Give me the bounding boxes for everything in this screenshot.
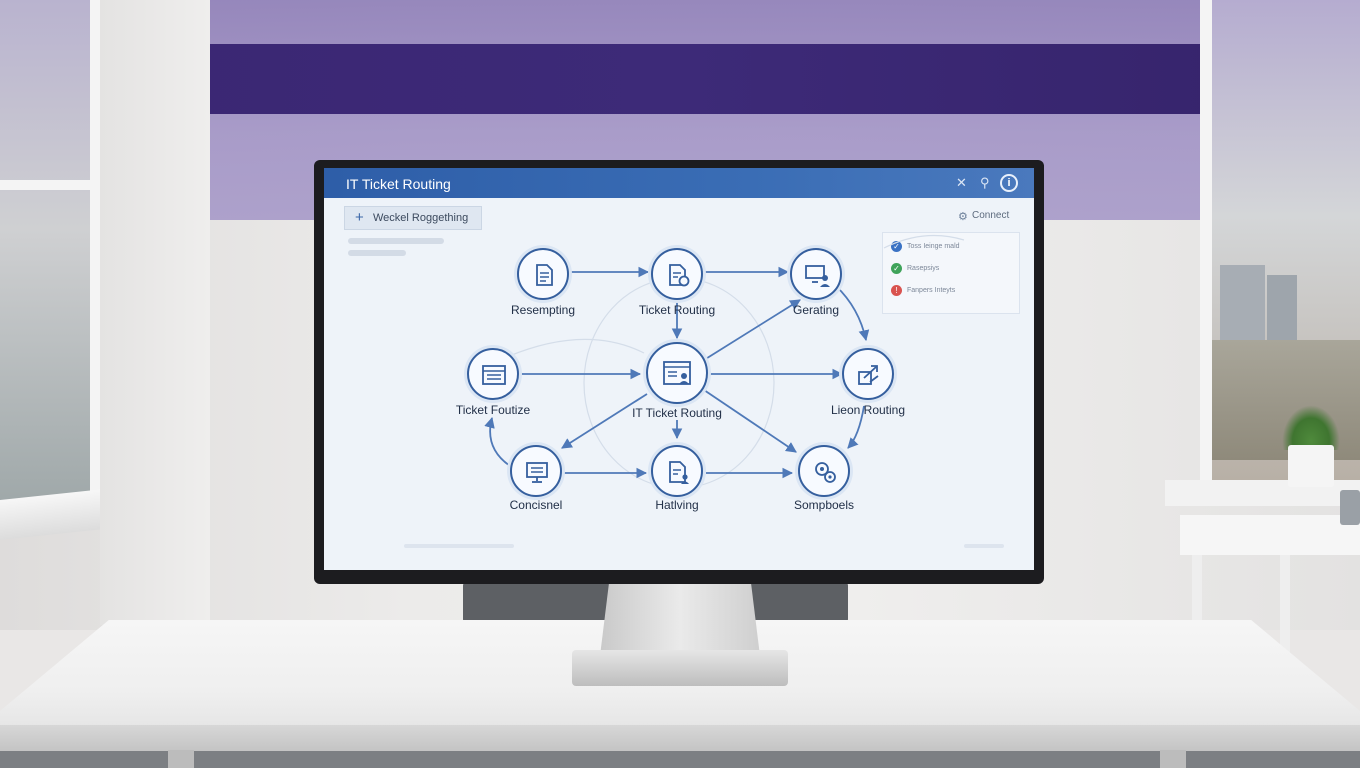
flow-node-resempting[interactable] <box>517 248 569 300</box>
building <box>1220 265 1265 345</box>
purple-header-bar <box>0 44 1360 114</box>
check-icon: ✓ <box>891 263 902 274</box>
flow-node-concisnel[interactable] <box>510 445 562 497</box>
flow-node-label: Ticket Foutize <box>455 403 531 417</box>
flow-node-label: Resempting <box>510 303 576 317</box>
flow-node-sompboels[interactable] <box>798 445 850 497</box>
connect-button[interactable]: ⚙ Connect <box>958 210 1010 223</box>
desk-leg <box>1160 750 1186 768</box>
flow-node-hatlving[interactable] <box>651 445 703 497</box>
gears-icon <box>815 462 836 483</box>
sidebar-item[interactable] <box>348 238 444 244</box>
monitor: IT Ticket Routing ✕ ⚲ i + Weckel Roggeth… <box>314 160 1044 584</box>
flow-node-ticket-routing[interactable] <box>651 248 703 300</box>
document-badge-icon <box>669 264 690 287</box>
search-icon[interactable]: ⚲ <box>980 175 990 190</box>
status-item-text: Rasepsiys <box>907 265 940 272</box>
new-ticket-button[interactable]: + Weckel Roggething <box>344 206 482 230</box>
status-panel: ✓ Toss Ieinge mald ✓ Rasepsiys ! Fanpers… <box>882 232 1020 314</box>
flow-node-ticket-foutize[interactable] <box>467 348 519 400</box>
list-window-icon <box>482 365 506 385</box>
plant-icon <box>1282 405 1340 450</box>
monitor-icon <box>526 462 548 483</box>
document-user-icon <box>669 461 689 484</box>
flow-node-label: Ticket Routing <box>638 303 716 317</box>
close-icon[interactable]: ✕ <box>956 175 967 190</box>
status-item-text: Toss Ieinge mald <box>907 243 960 250</box>
flow-node-label: Sompboels <box>793 498 855 512</box>
plus-icon: + <box>355 209 364 226</box>
footer-placeholder <box>964 544 1004 548</box>
plant-pot <box>1288 445 1334 487</box>
document-icon <box>536 264 553 286</box>
flow-arrows <box>484 266 870 479</box>
sidebar-item[interactable] <box>348 250 406 256</box>
new-ticket-button-label: Weckel Roggething <box>373 212 469 224</box>
check-icon: ✓ <box>891 241 902 252</box>
table-leg <box>1192 555 1202 665</box>
flow-node-it-ticket-routing[interactable] <box>646 342 708 404</box>
right-window <box>1200 0 1360 480</box>
table-leg <box>1280 555 1290 665</box>
window-mullion <box>0 180 90 190</box>
flow-node-lieon-routing[interactable] <box>842 348 894 400</box>
gear-icon: ⚙ <box>958 211 968 223</box>
desk-edge <box>0 725 1360 751</box>
alert-icon: ! <box>891 285 902 296</box>
monitor-stand-base <box>572 650 788 686</box>
app-titlebar: IT Ticket Routing ✕ ⚲ i <box>324 168 1034 198</box>
connect-label: Connect <box>972 210 1010 221</box>
flow-node-label: IT Ticket Routing <box>632 406 722 420</box>
route-icon <box>858 365 879 385</box>
app-screen: IT Ticket Routing ✕ ⚲ i + Weckel Roggeth… <box>324 168 1034 570</box>
building <box>1267 275 1297 345</box>
flow-node-label: Lieon Routing <box>830 403 906 417</box>
left-window <box>0 0 100 510</box>
desk-leg <box>168 750 194 768</box>
side-table <box>1180 515 1360 665</box>
flow-node-gerating[interactable] <box>790 248 842 300</box>
flow-node-label: Hatlving <box>655 498 699 512</box>
flow-node-label: Gerating <box>792 303 840 317</box>
wall-pillar <box>100 0 210 625</box>
app-title: IT Ticket Routing <box>346 176 451 192</box>
info-icon[interactable]: i <box>1000 174 1018 192</box>
side-device <box>1340 490 1360 525</box>
floor <box>0 750 1360 768</box>
flow-node-label: Concisnel <box>509 498 563 512</box>
footer-placeholder <box>404 544 514 548</box>
status-item-text: Fanpers Inteyts <box>907 287 956 294</box>
browser-user-icon <box>663 361 691 385</box>
monitor-stand <box>600 578 760 656</box>
computer-user-icon <box>805 265 830 287</box>
